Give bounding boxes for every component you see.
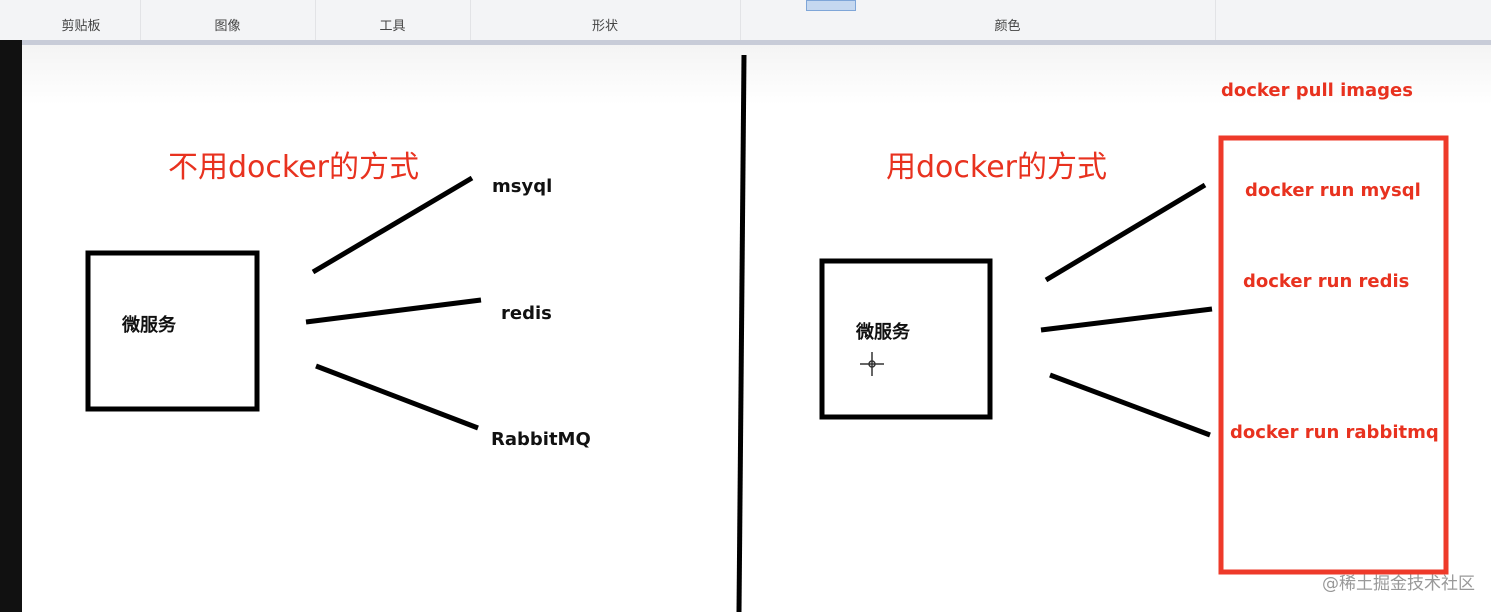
left-line-mysql [311,175,474,275]
crosshair-cursor-icon [860,352,884,376]
right-title: 用docker的方式 [886,150,1107,185]
ribbon-group-tools[interactable]: 工具 [315,0,471,40]
group-label: 颜色 [994,19,1021,34]
color-swatch-selected[interactable] [806,0,856,11]
ribbon-group-colors[interactable]: 颜色 [800,0,1216,40]
docker-pull-label: docker pull images [1221,80,1413,101]
ribbon-group-clipboard[interactable]: 剪贴板 [22,0,141,40]
docker-run-redis: docker run redis [1243,271,1410,292]
left-title: 不用docker的方式 [168,150,419,185]
ribbon: 剪贴板 图像 工具 形状 颜色 [0,0,1491,41]
left-service-box [85,250,260,412]
left-target-rabbitmq: RabbitMQ [491,429,591,450]
left-line-redis [305,297,482,325]
left-line-rabbitmq [315,363,479,431]
ribbon-group-shapes[interactable]: 形状 [470,0,741,40]
right-line-rabbitmq [1049,372,1211,438]
right-box-label: 微服务 [856,322,910,343]
window-edge [0,40,22,612]
docker-run-mysql: docker run mysql [1245,180,1421,201]
docker-commands-box [1218,135,1449,575]
left-target-mysql: msyql [492,176,553,197]
right-line-redis [1040,306,1213,333]
left-box-label: 微服务 [122,315,176,336]
group-label: 图像 [214,19,241,34]
left-target-redis: redis [501,303,552,324]
right-service-box [819,258,993,420]
right-line-mysql [1044,182,1207,283]
ribbon-separator [0,40,1491,45]
group-label: 形状 [591,19,618,34]
docker-run-rabbitmq: docker run rabbitmq [1230,422,1439,443]
watermark: @稀土掘金技术社区 [1322,574,1475,594]
group-label: 剪贴板 [61,19,101,34]
ribbon-group-image[interactable]: 图像 [140,0,316,40]
divider-line [736,54,747,612]
group-label: 工具 [379,19,406,34]
